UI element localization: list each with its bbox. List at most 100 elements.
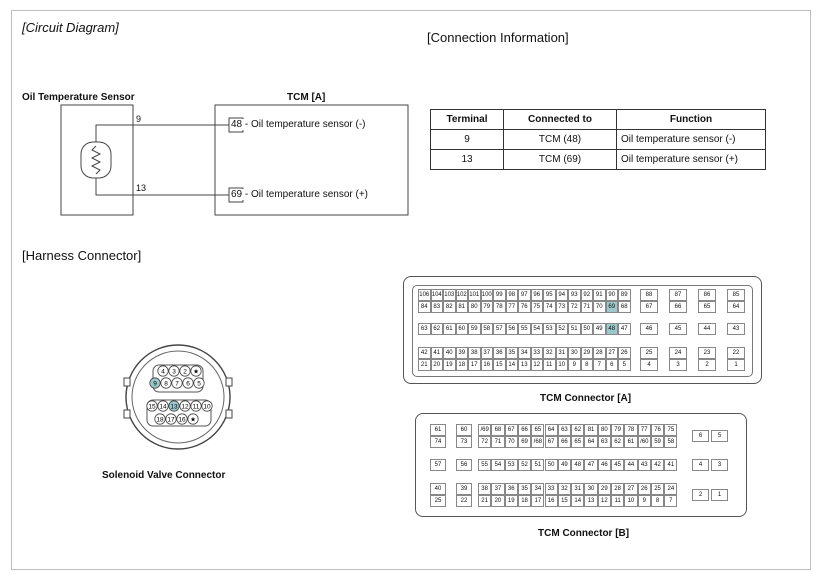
connector-pin: 17 bbox=[531, 495, 545, 507]
connector-pin: 29 bbox=[580, 347, 593, 359]
connector-pin: 12 bbox=[530, 359, 543, 371]
connector-pin: 93 bbox=[568, 289, 581, 301]
connector-pin: 26 bbox=[637, 483, 651, 495]
solenoid-pin-label: 15 bbox=[148, 404, 156, 411]
solenoid-pin bbox=[190, 400, 202, 412]
connector-pin: 12 bbox=[597, 495, 611, 507]
connector-pin: 65 bbox=[531, 424, 545, 436]
connector-pin: 95 bbox=[543, 289, 556, 301]
connector-pin: 25 bbox=[650, 483, 665, 495]
connector-pin: 66 bbox=[669, 301, 687, 313]
connector-pin: 14 bbox=[571, 495, 585, 507]
connector-pin: 30 bbox=[584, 483, 598, 495]
connector-pin: 78 bbox=[624, 424, 638, 436]
table-cell: 13 bbox=[430, 149, 504, 170]
connector-pin: 75 bbox=[664, 424, 678, 436]
connector-pin: 21 bbox=[418, 359, 431, 371]
connector-pin: 69 bbox=[605, 301, 618, 313]
connector-pin: 63 bbox=[418, 323, 431, 335]
connector-pin: 23 bbox=[698, 347, 716, 359]
connector-pin: 102 bbox=[455, 289, 468, 301]
connector-pin: /68 bbox=[531, 436, 545, 448]
connector-pin: 60 bbox=[455, 323, 468, 335]
solenoid-pin-label: 16 bbox=[178, 417, 186, 424]
connector-pin: 56 bbox=[456, 459, 472, 471]
solenoid-pin-label: ★ bbox=[193, 368, 199, 376]
connector-pin: 61 bbox=[430, 424, 446, 436]
connector-pin: 68 bbox=[618, 301, 631, 313]
connector-pin: 42 bbox=[418, 347, 431, 359]
tcm-box bbox=[214, 104, 409, 216]
connector-pin: 82 bbox=[443, 301, 456, 313]
connector-pin: 51 bbox=[531, 459, 545, 471]
solenoid-pin-label: 7 bbox=[175, 381, 179, 388]
solenoid-pin-label: 6 bbox=[186, 381, 190, 388]
connector-pin: 30 bbox=[568, 347, 581, 359]
connector-pin: 75 bbox=[530, 301, 543, 313]
solenoid-pin bbox=[201, 400, 213, 412]
solenoid-pin bbox=[182, 377, 194, 389]
connector-pin: 72 bbox=[568, 301, 581, 313]
solenoid-pin bbox=[146, 400, 158, 412]
solenoid-inner-circle bbox=[131, 350, 225, 444]
connector-pin: 63 bbox=[597, 436, 611, 448]
solenoid-pin-label: 10 bbox=[203, 404, 211, 411]
connector-pin: 54 bbox=[530, 323, 543, 335]
connector-pin: 92 bbox=[580, 289, 593, 301]
connector-pin: 35 bbox=[505, 347, 518, 359]
sensor-box bbox=[60, 104, 134, 216]
connector-pin: 32 bbox=[543, 347, 556, 359]
connector-pin: 42 bbox=[650, 459, 665, 471]
connector-pin: 71 bbox=[580, 301, 593, 313]
wire-bottom bbox=[95, 178, 230, 196]
solenoid-tab-left-bottom bbox=[123, 409, 131, 419]
solenoid-tab-right-bottom bbox=[225, 409, 233, 419]
tcm-connector-a-caption: TCM Connector [A] bbox=[540, 393, 632, 404]
wire-label-9: 9 bbox=[136, 114, 142, 124]
connector-pin: 81 bbox=[584, 424, 598, 436]
tcm-connector-b-caption: TCM Connector [B] bbox=[538, 528, 630, 539]
connector-pin: 49 bbox=[593, 323, 606, 335]
connector-pin: 17 bbox=[468, 359, 481, 371]
connector-pin: 85 bbox=[727, 289, 745, 301]
connector-pin: 79 bbox=[611, 424, 625, 436]
solenoid-pin-label: 5 bbox=[197, 381, 201, 388]
solenoid-pin bbox=[165, 413, 177, 425]
connector-pin: 39 bbox=[455, 347, 468, 359]
table-cell: Oil temperature sensor (+) bbox=[616, 149, 766, 170]
solenoid-connector-caption: Solenoid Valve Connector bbox=[102, 470, 226, 481]
connector-pin: 55 bbox=[518, 323, 531, 335]
connector-pin: 50 bbox=[544, 459, 558, 471]
solenoid-pin bbox=[160, 377, 172, 389]
connector-pin: 44 bbox=[698, 323, 716, 335]
connector-pin: 81 bbox=[455, 301, 468, 313]
connector-pin: 77 bbox=[637, 424, 651, 436]
solenoid-pin bbox=[168, 400, 180, 412]
connector-pin: 48 bbox=[605, 323, 618, 335]
connector-pin: 3 bbox=[669, 359, 687, 371]
tcm-a-inner bbox=[412, 285, 753, 377]
connector-pin: 1 bbox=[727, 359, 745, 371]
connector-pin: 4 bbox=[640, 359, 658, 371]
connector-pin: 8 bbox=[650, 495, 665, 507]
diagram-frame bbox=[11, 10, 811, 570]
connector-pin: 84 bbox=[418, 301, 431, 313]
solenoid-pin bbox=[157, 365, 169, 377]
circuit-diagram-header: [Circuit Diagram] bbox=[22, 20, 119, 35]
connector-pin: 78 bbox=[493, 301, 506, 313]
connector-pin: 41 bbox=[664, 459, 678, 471]
harness-connector-header: [Harness Connector] bbox=[22, 248, 142, 263]
table-row: 13 TCM (69) Oil temperature sensor (+) bbox=[430, 149, 766, 170]
connector-pin: 33 bbox=[530, 347, 543, 359]
solenoid-pin-label: 14 bbox=[159, 404, 167, 411]
connector-pin: 38 bbox=[468, 347, 481, 359]
connector-pin: 80 bbox=[597, 424, 611, 436]
connector-pin: 13 bbox=[518, 359, 531, 371]
connector-pin: 44 bbox=[624, 459, 638, 471]
connector-pin: 22 bbox=[727, 347, 745, 359]
connector-pin: 11 bbox=[543, 359, 556, 371]
